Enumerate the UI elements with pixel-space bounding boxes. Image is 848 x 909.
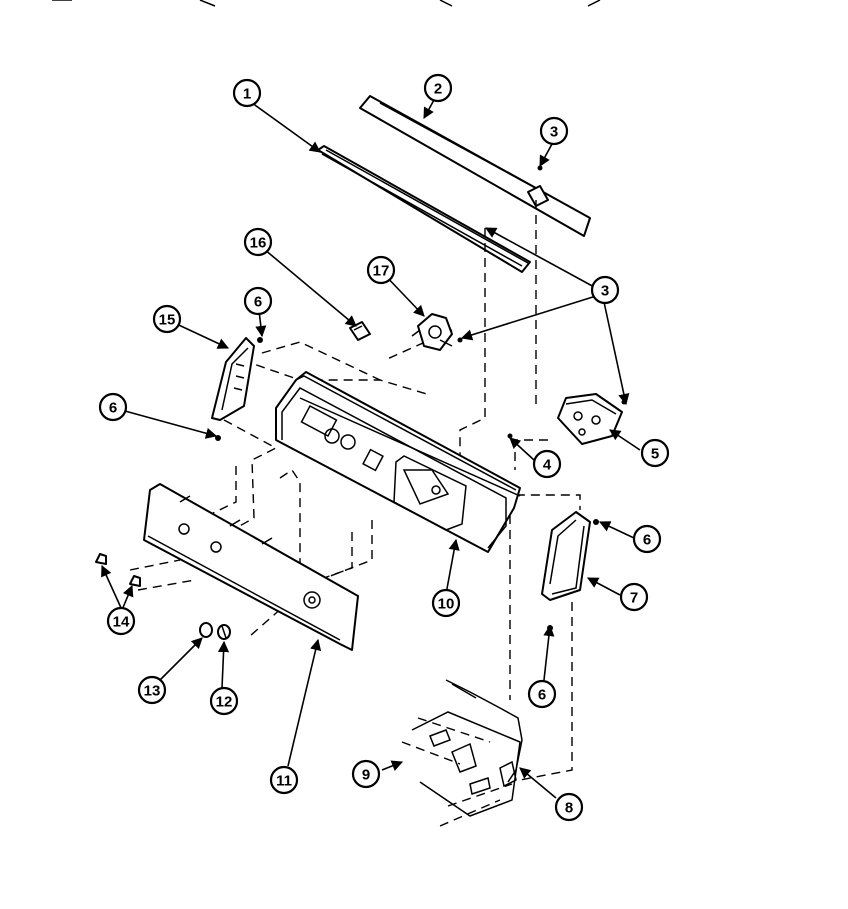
callout-label: 2 — [434, 81, 442, 98]
part-11-front-panel — [143, 483, 359, 651]
callout-2: 2 — [423, 73, 453, 103]
part-10-control-panel — [275, 371, 521, 553]
part-15-left-endcap — [211, 337, 255, 421]
part-5-timer — [557, 393, 623, 445]
callout-label: 8 — [565, 800, 573, 817]
callout-1: 1 — [232, 78, 262, 108]
callout-label: 6 — [254, 294, 262, 311]
callout-label: 1 — [243, 86, 251, 103]
callout-17: 17 — [366, 255, 396, 285]
callout-16: 16 — [243, 227, 273, 257]
callout-label: 4 — [543, 457, 552, 474]
part-13-knob — [199, 622, 213, 638]
header-fragment — [52, 0, 601, 7]
callout-label: 12 — [216, 694, 233, 711]
part-12-knob — [217, 624, 231, 640]
callout-label: 16 — [250, 235, 267, 252]
callout-label: 17 — [373, 263, 390, 280]
part-17-switch — [411, 313, 453, 351]
callout-11: 11 — [269, 765, 299, 795]
callout-7: 7 — [619, 582, 649, 612]
callout-3-right: 3 — [590, 275, 620, 305]
part-7-right-endcap — [541, 511, 591, 601]
callout-8: 8 — [554, 792, 584, 822]
part-8-harness — [445, 679, 523, 788]
part-16-clip — [349, 321, 371, 341]
callout-13: 13 — [137, 675, 167, 705]
callout-4: 4 — [532, 449, 562, 479]
callout-label: 11 — [276, 773, 292, 790]
part-1-strip — [317, 145, 531, 273]
callout-label: 7 — [630, 590, 638, 607]
callout-label: 3 — [550, 124, 558, 141]
callout-5: 5 — [640, 438, 670, 468]
callout-15: 15 — [152, 304, 182, 334]
callout-label: 6 — [538, 687, 546, 704]
callout-6-left: 6 — [98, 392, 128, 422]
callout-9: 9 — [351, 759, 381, 789]
callout-label: 9 — [362, 767, 370, 784]
callout-label: 6 — [109, 400, 117, 417]
callout-6-right: 6 — [632, 524, 662, 554]
callout-10: 10 — [431, 588, 461, 618]
part-2-top-cover — [359, 95, 591, 237]
callout-6-top: 6 — [243, 286, 273, 316]
callout-3-top: 3 — [539, 116, 569, 146]
callout-14: 14 — [106, 606, 136, 636]
part-14-knobs — [95, 553, 141, 587]
callout-label: 10 — [438, 596, 455, 613]
leader-lines — [101, 99, 641, 799]
callout-12: 12 — [209, 686, 239, 716]
callout-label: 14 — [113, 614, 130, 631]
callout-label: 6 — [643, 532, 651, 549]
callout-6-bottom: 6 — [527, 679, 557, 709]
callout-label: 13 — [144, 683, 161, 700]
callout-label: 5 — [651, 446, 659, 463]
callout-label: 15 — [159, 312, 176, 329]
callout-label: 3 — [601, 283, 609, 300]
